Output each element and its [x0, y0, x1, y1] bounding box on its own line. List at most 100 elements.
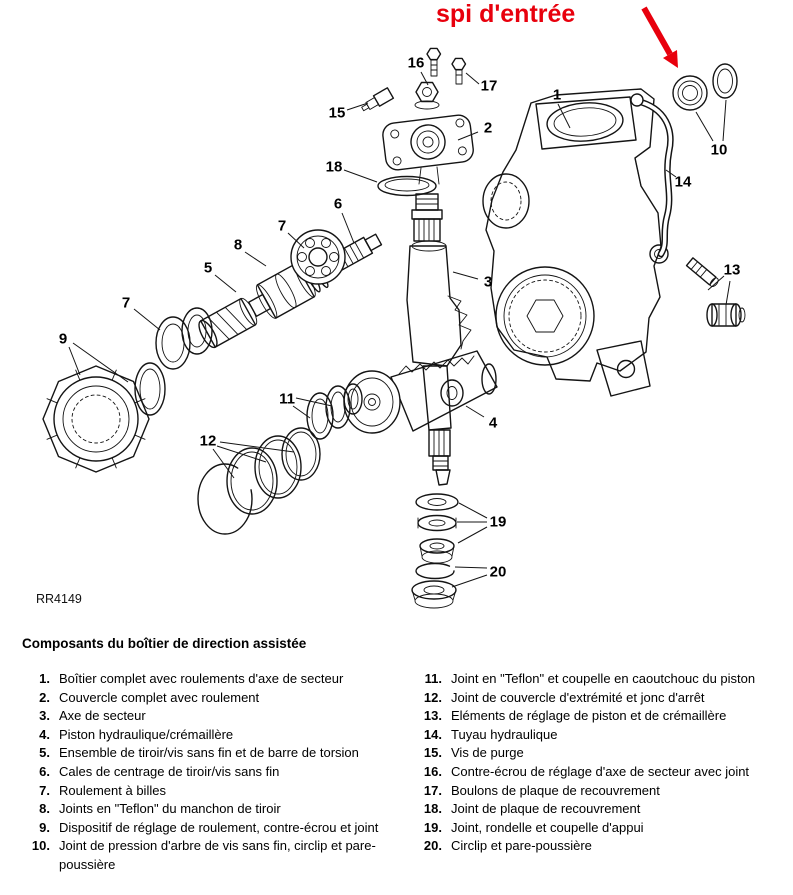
- part-description: Joints en "Teflon" du manchon de tiroir: [59, 801, 281, 817]
- callout-leader-line-7: [133, 308, 161, 331]
- callout-leader-line-10: [722, 99, 727, 142]
- callout-leader-line-12: [216, 445, 267, 463]
- part-number: 9.: [39, 819, 50, 835]
- callout-leader-line-9: [72, 342, 129, 383]
- part-cover-plate: [382, 114, 474, 185]
- part-description: Dispositif de réglage de roulement, cont…: [59, 819, 379, 835]
- parts-list-item: 5. Ensemble de tiroir/vis sans fin et de …: [22, 744, 414, 763]
- part-adjuster-locknut: [414, 81, 440, 110]
- callout-leader-line-11: [292, 405, 311, 419]
- part-number: 19.: [423, 819, 442, 835]
- part-number: 10.: [31, 838, 50, 854]
- part-description: Contre-écrou de réglage d'axe de secteur…: [451, 763, 750, 779]
- part-bleed-screw: [361, 87, 395, 112]
- parts-list-item: 20. Circlip et pare-poussière: [414, 837, 787, 856]
- part-valve-worm-assembly: [198, 233, 383, 349]
- callout-leader-line-20: [451, 574, 488, 588]
- part-description: Axe de secteur: [59, 708, 146, 724]
- callout-leader-line-1: [557, 103, 571, 129]
- part-description: Boulons de plaque de recouvrement: [451, 782, 660, 798]
- part-end-cover-seal-circlip: [197, 427, 321, 535]
- callout-leader-line-20: [454, 566, 488, 569]
- callout-leader-line-2: [457, 131, 479, 141]
- callout-leader-line-19: [458, 502, 488, 519]
- part-steering-box-housing: [482, 88, 669, 397]
- callout-number-12-18: 12: [200, 433, 217, 450]
- callout-leader-line-3: [452, 271, 479, 280]
- callout-number-9-15: 9: [59, 331, 67, 348]
- parts-list-item: 17.Boulons de plaque de recouvrement: [414, 782, 787, 801]
- parts-list-item: 19.Joint, rondelle et coupelle d'appui: [414, 819, 787, 838]
- callout-number-7-13: 7: [122, 295, 130, 312]
- part-number: 2.: [39, 689, 50, 705]
- part-number: 5.: [39, 745, 50, 761]
- parts-list-item: 7. Roulement à billes: [22, 782, 414, 801]
- part-description: Couvercle complet avec roulement: [59, 689, 260, 705]
- callout-leader-line-18: [343, 169, 378, 183]
- callout-number-2-3: 2: [484, 120, 492, 137]
- part-number: 3.: [39, 708, 50, 724]
- parts-list-item: 13.Eléments de réglage de piston et de c…: [414, 707, 787, 726]
- part-bearing-adjuster: [42, 362, 166, 473]
- callout-number-19-19: 19: [490, 514, 507, 531]
- callout-number-18-5: 18: [326, 159, 343, 176]
- callout-leader-line-16: [420, 71, 429, 86]
- callout-number-5-11: 5: [204, 260, 212, 277]
- part-sector-shaft: [406, 193, 472, 486]
- callout-number-16-0: 16: [408, 55, 425, 72]
- callout-leader-line-8: [244, 251, 267, 267]
- part-description: Joint de plaque de recouvrement: [451, 801, 641, 817]
- callout-leader-line-7: [287, 232, 305, 249]
- parts-list-item: 16.Contre-écrou de réglage d'axe de sect…: [414, 763, 787, 782]
- callout-leader-line-17: [465, 72, 480, 85]
- parts-list-item: 4.Piston hydraulique/crémaillère: [22, 726, 414, 745]
- callout-leader-line-10: [695, 111, 714, 142]
- parts-list-heading: Composants du boîtier de direction assis…: [22, 636, 307, 651]
- callout-number-11-16: 11: [279, 391, 295, 408]
- callout-leader-line-11: [295, 397, 333, 407]
- callout-leader-line-12: [219, 441, 295, 453]
- callout-number-13-14: 13: [724, 262, 741, 279]
- part-description: Roulement à billes: [59, 782, 166, 798]
- part-description: Piston hydraulique/crémaillère: [59, 726, 234, 742]
- parts-list-item: 10.Joint de pression d'arbre de vis sans…: [22, 837, 414, 874]
- parts-list-item: 9. Dispositif de réglage de roulement, co…: [22, 819, 414, 838]
- part-number: 11.: [424, 671, 442, 686]
- parts-list-item: 12.Joint de couvercle d'extrémité et jon…: [414, 689, 787, 708]
- part-number: 1.: [39, 671, 50, 686]
- callout-leader-line-12: [212, 448, 235, 479]
- part-seal-washer-cup: [415, 493, 459, 564]
- part-number: 13.: [423, 708, 442, 724]
- part-number: 12.: [423, 689, 442, 705]
- annotation-arrow: [641, 6, 678, 68]
- callout-number-17-1: 17: [481, 78, 498, 95]
- callout-leader-line-5: [214, 274, 237, 293]
- part-description: Circlip et pare-poussière: [451, 838, 592, 854]
- part-number: 15.: [423, 745, 442, 761]
- callout-number-14-7: 14: [675, 174, 692, 191]
- callout-number-20-20: 20: [490, 564, 507, 581]
- callout-number-10-6: 10: [711, 142, 728, 159]
- callout-number-7-9: 7: [278, 218, 286, 235]
- part-description: Ensemble de tiroir/vis sans fin et de ba…: [59, 745, 359, 761]
- parts-list-item: 2. Couvercle complet avec roulement: [22, 689, 414, 708]
- part-input-seals: [672, 63, 738, 111]
- part-ball-bearing: [290, 229, 346, 285]
- parts-list-right-column: 11. Joint en "Teflon" et coupelle en caou…: [414, 670, 787, 875]
- parts-list-item: 14.Tuyau hydraulique: [414, 726, 787, 745]
- part-number: 20.: [423, 838, 442, 854]
- callout-leader-line-15: [346, 102, 369, 111]
- part-rack-adjusters: [685, 257, 746, 327]
- parts-list-item: 6.Cales de centrage de tiroir/vis sans f…: [22, 763, 414, 782]
- part-number: 7.: [39, 782, 50, 798]
- parts-list-item: 11. Joint en "Teflon" et coupelle en caou…: [414, 670, 787, 689]
- parts-list-item: 15.Vis de purge: [414, 744, 787, 763]
- part-cover-gasket: [377, 175, 437, 197]
- part-description: Joint en "Teflon" et coupelle en caoutch…: [451, 671, 756, 686]
- part-hydraulic-pipe: [630, 93, 674, 258]
- callout-leader-line-14: [665, 169, 677, 178]
- parts-list-section: Composants du boîtier de direction assis…: [0, 622, 793, 875]
- callout-number-6-8: 6: [334, 196, 342, 213]
